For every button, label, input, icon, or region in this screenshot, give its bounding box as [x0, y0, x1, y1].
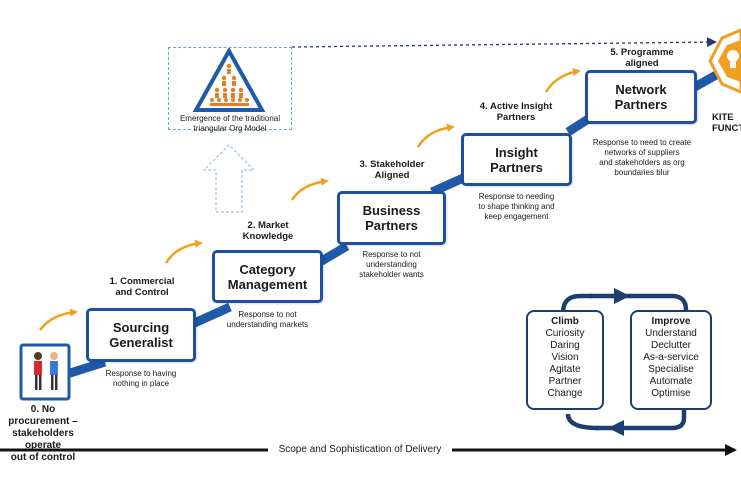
cycle-arrowhead-top	[614, 288, 630, 304]
step-1-caption: 1. Commercial and Control	[109, 276, 175, 298]
kite-label: KITE FUNCTI	[712, 112, 741, 134]
improve-item: Optimise	[651, 388, 691, 399]
climb-title: Climb	[551, 316, 579, 327]
step-3-response: Response to not understanding stakeholde…	[359, 250, 424, 279]
improve-title: Improve	[651, 316, 691, 327]
climb-item: Agitate	[549, 364, 581, 375]
step-1-box: Sourcing Generalist	[86, 308, 196, 362]
step-4-caption: 4. Active Insight Partners	[479, 101, 553, 123]
improve-item: Automate	[649, 376, 693, 387]
org-model-frame	[168, 47, 292, 130]
dashed-connector	[291, 37, 717, 48]
step-4-box: Insight Partners	[461, 133, 572, 186]
step-3-box: Business Partners	[337, 191, 446, 245]
org-triangle-icon	[192, 46, 266, 112]
improve-item: Specialise	[648, 364, 694, 375]
cycle-arrows	[560, 293, 689, 431]
kite-icon	[708, 28, 741, 94]
climb-item: Curiosity	[545, 328, 585, 339]
improve-item: Understand	[645, 328, 697, 339]
climb-item: Vision	[551, 352, 579, 363]
step-0-caption: 0. No procurement – stakeholders operate…	[8, 404, 78, 463]
improve-box: Improve Understand Declutter As-a-servic…	[630, 310, 712, 410]
cycle-arrowhead-bottom	[608, 420, 624, 436]
step-4-response: Response to needing to shape thinking an…	[478, 192, 555, 221]
step-5-response: Response to need to create networks of s…	[592, 138, 692, 177]
axis-label: Scope and Sophistication of Delivery	[278, 444, 442, 455]
step-2-response: Response to not understanding markets	[226, 310, 309, 329]
stakeholders-icon	[19, 343, 71, 401]
climb-item: Daring	[550, 340, 580, 351]
climb-item: Partner	[548, 376, 582, 387]
progress-arrows	[39, 68, 581, 331]
step-2-caption: 2. Market Knowledge	[242, 220, 294, 242]
step-3-caption: 3. Stakeholder Aligned	[359, 159, 425, 181]
step-2-box: Category Management	[212, 250, 323, 303]
climb-box: Climb Curiosity Daring Vision Agitate Pa…	[526, 310, 604, 410]
step-5-caption: 5. Programme aligned	[610, 47, 674, 69]
step-1-response: Response to having nothing in place	[105, 369, 177, 388]
org-model-caption: Emergence of the traditional triangular …	[179, 114, 281, 133]
improve-item: As-a-service	[643, 352, 699, 363]
step-5-box: Network Partners	[585, 70, 697, 124]
staircase-band	[46, 66, 728, 385]
hollow-up-arrow	[202, 144, 256, 213]
climb-item: Change	[547, 388, 583, 399]
improve-item: Declutter	[650, 340, 691, 351]
